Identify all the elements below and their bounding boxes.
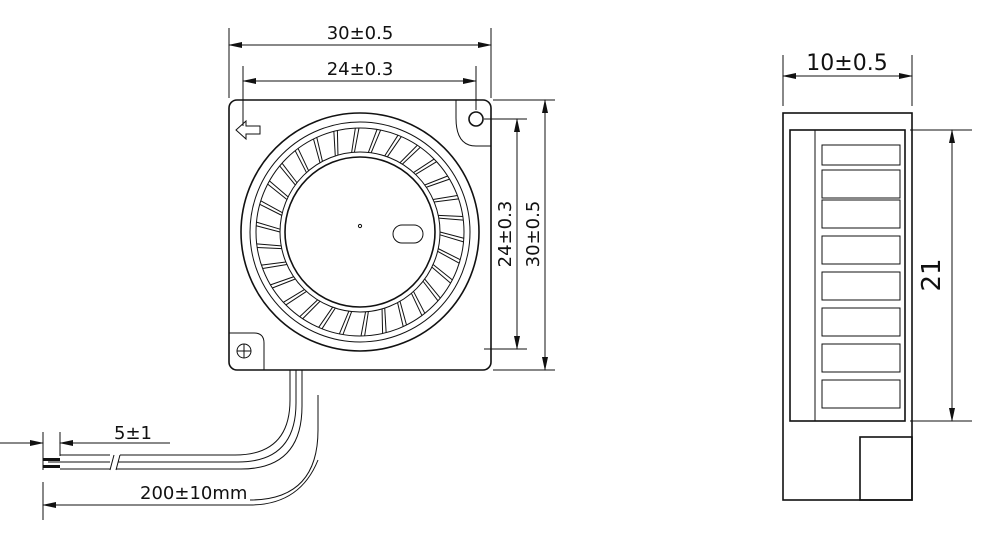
blade xyxy=(370,129,382,153)
dim-hole-spacing-height: 24±0.3 xyxy=(495,201,516,268)
ground-crosshair-icon xyxy=(236,343,252,359)
blade xyxy=(426,178,450,188)
blade xyxy=(279,165,296,186)
blade xyxy=(272,278,296,289)
blade xyxy=(342,311,353,335)
front-view: 30±0.5 24±0.3 24±0.3 30±0.5 xyxy=(228,23,555,371)
outlet-fin xyxy=(821,271,901,301)
outlet-fin xyxy=(821,169,901,199)
hub xyxy=(284,156,436,308)
blade xyxy=(399,301,407,326)
blade xyxy=(256,221,281,230)
outlet-fin xyxy=(821,379,901,409)
outlet-fins xyxy=(821,144,901,409)
dim-overall-height: 30±0.5 xyxy=(523,201,544,268)
blade xyxy=(424,175,448,186)
blade xyxy=(384,134,399,157)
blade xyxy=(336,130,339,156)
blade xyxy=(302,300,321,320)
blade xyxy=(432,264,453,281)
outlet-fin xyxy=(821,199,901,229)
blade xyxy=(260,200,283,214)
housing-ring xyxy=(240,112,480,352)
outlet-fin xyxy=(821,307,901,337)
dim-overall-width: 30±0.5 xyxy=(327,23,394,44)
blade xyxy=(285,291,307,306)
side-housing xyxy=(782,112,913,501)
blade xyxy=(422,280,439,302)
blade xyxy=(281,162,298,184)
blade xyxy=(413,291,426,314)
dim-cable-length: 200±10mm xyxy=(140,483,247,504)
dim-outlet-height: 21 xyxy=(917,258,947,291)
blade xyxy=(431,266,451,284)
blade xyxy=(321,307,336,330)
side-tab xyxy=(859,436,913,501)
mounting-hole-icon xyxy=(468,111,484,127)
blade xyxy=(267,183,288,200)
blade xyxy=(351,128,356,153)
fan-frame xyxy=(228,99,492,371)
blade xyxy=(318,306,334,328)
blade xyxy=(434,198,459,203)
blade xyxy=(413,158,435,173)
blade xyxy=(256,225,281,233)
blade xyxy=(424,278,441,299)
blade xyxy=(333,131,336,156)
blade xyxy=(256,243,282,247)
blade xyxy=(297,148,310,171)
blade xyxy=(360,311,367,337)
blade xyxy=(439,234,464,243)
blade xyxy=(399,144,418,164)
outlet-opening xyxy=(789,129,906,422)
blade xyxy=(316,137,323,162)
cable: 5±1 200±10mm xyxy=(0,370,319,520)
blade xyxy=(313,138,321,163)
blade xyxy=(283,289,305,303)
blade xyxy=(338,311,350,335)
blade xyxy=(415,161,437,175)
blade xyxy=(299,299,318,318)
outlet-fin xyxy=(821,343,901,373)
blade xyxy=(438,214,463,218)
outlet-fin xyxy=(821,235,901,265)
corner-notch-top-right xyxy=(455,100,491,147)
blade xyxy=(353,127,360,153)
blade xyxy=(438,248,461,261)
blade xyxy=(364,311,369,336)
blade xyxy=(261,261,286,266)
side-view: 10±0.5 21 xyxy=(782,51,972,501)
airflow-arrow-icon xyxy=(235,119,261,141)
outlet-fin xyxy=(821,144,901,166)
blade xyxy=(384,308,387,333)
blade xyxy=(257,246,282,250)
blade xyxy=(397,302,404,327)
center-dot xyxy=(357,223,363,229)
blade xyxy=(259,203,282,216)
blade xyxy=(381,308,384,334)
blade xyxy=(439,231,464,239)
blade xyxy=(410,293,423,316)
blade xyxy=(386,136,402,158)
dim-hole-spacing-width: 24±0.3 xyxy=(327,59,394,80)
blade xyxy=(438,217,464,221)
blade xyxy=(294,150,307,173)
dim-strip-length: 5±1 xyxy=(114,423,152,444)
blade xyxy=(402,146,421,165)
blade xyxy=(269,180,289,198)
blade xyxy=(262,264,287,270)
blade xyxy=(367,129,378,153)
impeller-blades xyxy=(256,127,464,337)
blade xyxy=(270,276,294,286)
corner-notch-bottom-left xyxy=(229,332,265,370)
blade xyxy=(437,250,460,264)
blade xyxy=(433,194,458,200)
label-slot xyxy=(392,224,424,244)
dim-thickness: 10±0.5 xyxy=(806,51,887,76)
